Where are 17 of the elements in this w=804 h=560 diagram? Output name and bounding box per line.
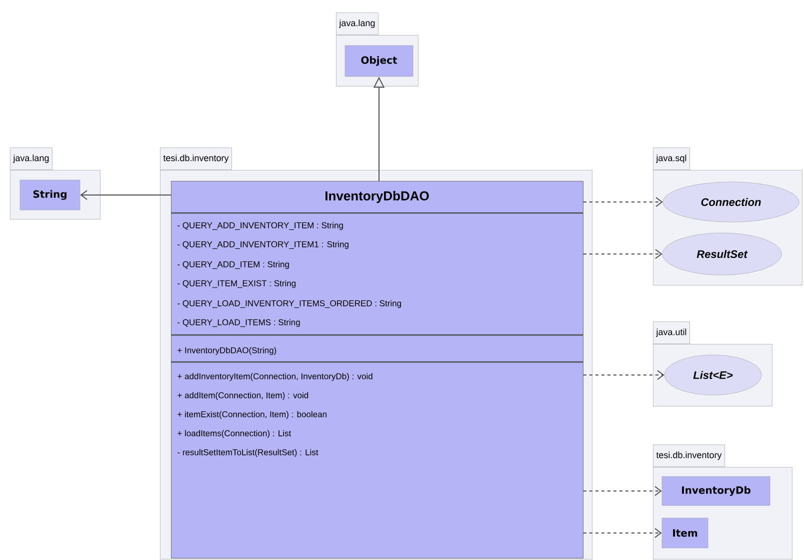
arrow (80, 190, 172, 200)
class-box: InventoryDb (662, 476, 770, 506)
class-box: String (20, 180, 80, 210)
node-label: java.lang (12, 154, 49, 163)
class-box: Item (662, 518, 708, 548)
node-label: java.lang (338, 20, 375, 28)
node-label: java.util (656, 328, 686, 337)
class-box: Object (344, 45, 414, 77)
node-label: tesi.db.inventory (163, 154, 229, 163)
arrow (582, 528, 662, 538)
arrow (582, 249, 662, 259)
class-box: InventoryDbDAO - QUERY_ADD_INVENTORY_ITEM : String - QUERY_ADD_INVENTORY_ITEM1 : String - QUERY_ADD_ITEM : String - QUERY_ITEM_EXIST : String - QUERY_LOAD_INVENTORY_ITEMS_ORDERED : String - QUERY_LOAD_ITEMS : String + InventoryDbDAO(String) + addInventoryItem(Connection, InventoryDb) : void + addItem(Connection, Item) : void + itemExist(Connection, Item) : boolean + loadItems(Connection) : List - resultSetItemToList(ResultSet) : List (171, 181, 584, 558)
node-label: tesi.db.inventory (656, 452, 722, 460)
arrow (582, 197, 663, 207)
arrow (582, 370, 664, 380)
arrow (582, 486, 662, 496)
node-label: java.sql (656, 154, 686, 163)
